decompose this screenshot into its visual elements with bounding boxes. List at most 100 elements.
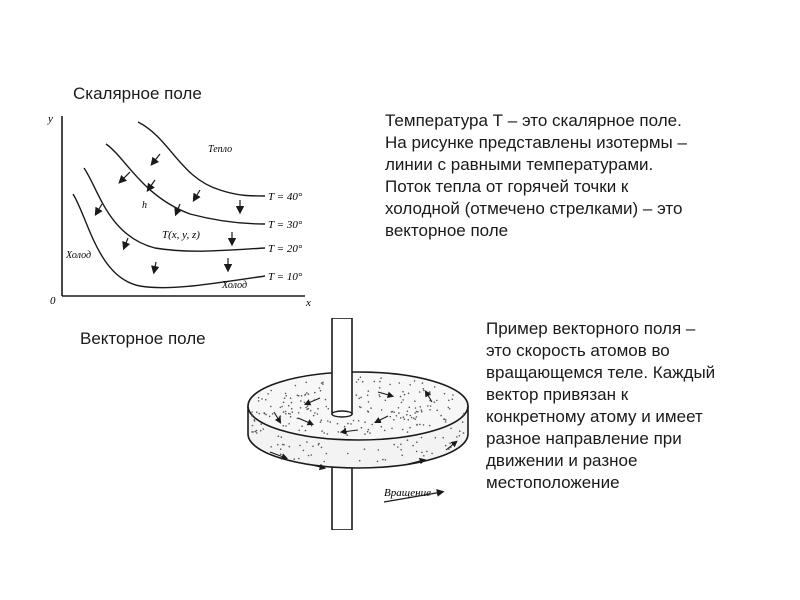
atom-dot xyxy=(393,443,395,446)
atom-dot xyxy=(280,436,283,438)
velocity-arrow xyxy=(269,451,289,460)
atom-dot xyxy=(322,383,324,385)
atom-dot xyxy=(314,412,316,414)
heat-flow-arrow xyxy=(174,203,183,217)
atom-dot xyxy=(415,450,418,453)
atom-dot xyxy=(408,406,411,409)
vector-field-description: Пример векторного поля – это скорость ат… xyxy=(486,318,715,494)
description-line: движении и разное xyxy=(486,451,638,470)
y-axis-label: y xyxy=(47,113,53,125)
atom-dot xyxy=(283,397,286,399)
atom-dot xyxy=(391,410,394,413)
atom-dot xyxy=(380,409,383,411)
atom-dot xyxy=(445,419,447,421)
atom-dot xyxy=(280,453,282,455)
atom-dot xyxy=(442,436,444,439)
atom-dot xyxy=(265,398,267,401)
atom-dot xyxy=(400,443,402,446)
atom-dot xyxy=(283,443,285,446)
atom-dot xyxy=(398,412,400,414)
atom-dot xyxy=(433,401,436,403)
atom-dot xyxy=(277,443,279,446)
atom-dot xyxy=(370,407,372,409)
atom-dot xyxy=(448,448,450,450)
atom-dot xyxy=(300,400,302,402)
velocity-arrow xyxy=(407,457,427,465)
atom-dot xyxy=(321,430,323,432)
atom-dot xyxy=(414,418,417,420)
velocity-arrow xyxy=(273,411,282,424)
atom-dot xyxy=(253,420,256,422)
shaft-upper xyxy=(331,318,353,415)
description-line: вектор привязан к xyxy=(486,385,629,404)
atom-dot xyxy=(326,433,329,435)
rotation-label: Вращение xyxy=(384,487,431,499)
origin-label: 0 xyxy=(50,295,56,307)
atom-dot xyxy=(294,384,297,387)
atom-dot xyxy=(262,428,265,430)
atom-dot xyxy=(289,413,291,415)
atom-dot xyxy=(462,432,465,434)
atom-dot xyxy=(305,406,307,409)
atom-dot xyxy=(270,405,272,408)
atom-dot xyxy=(422,424,425,426)
atom-dot xyxy=(402,399,404,401)
atom-dot xyxy=(306,441,308,443)
description-line: это скорость атомов во xyxy=(486,341,670,360)
atom-dot xyxy=(415,416,418,418)
atom-dot xyxy=(298,429,300,432)
atom-dot xyxy=(384,399,387,402)
atom-dot xyxy=(463,412,465,415)
atom-dot xyxy=(298,457,300,460)
atom-dot xyxy=(436,399,438,402)
atom-dot xyxy=(366,394,369,397)
atom-dot xyxy=(431,452,433,455)
atom-dot xyxy=(452,394,454,396)
isotherm-label: T = 40° xyxy=(268,191,303,203)
atom-dot xyxy=(380,377,382,379)
atom-dot xyxy=(287,404,290,407)
atom-dot xyxy=(267,393,269,395)
atom-dot xyxy=(367,401,370,403)
atom-dot xyxy=(336,422,339,425)
atom-dot xyxy=(299,444,301,447)
atom-dot xyxy=(320,419,323,421)
atom-dot xyxy=(296,394,299,397)
atom-dot xyxy=(451,398,454,400)
scalar-field-description: Температура Т – это скалярное поле. На р… xyxy=(385,110,687,242)
atom-dot xyxy=(429,391,431,393)
velocity-arrow xyxy=(445,440,458,451)
atom-dot xyxy=(317,408,319,410)
description-line: вращающемся теле. Каждый xyxy=(486,363,716,382)
atom-dot xyxy=(285,413,287,415)
atom-dot xyxy=(287,412,290,415)
velocity-arrow xyxy=(424,390,433,403)
atom-dot xyxy=(251,424,254,427)
atom-dot xyxy=(270,446,272,448)
atom-dot xyxy=(325,452,328,455)
atom-dot xyxy=(378,394,380,396)
atom-dot xyxy=(306,392,308,394)
atom-dot xyxy=(448,408,451,410)
atom-dot xyxy=(357,378,360,381)
atom-dot xyxy=(289,397,292,399)
atom-dot xyxy=(282,401,285,404)
velocity-arrow xyxy=(374,415,389,423)
rotating-disc-diagram: Вращение xyxy=(247,318,469,530)
atom-dot xyxy=(309,410,312,412)
atom-dot xyxy=(305,381,307,384)
atom-dot xyxy=(407,419,410,421)
atom-dot xyxy=(395,415,398,417)
atom-dot xyxy=(402,390,404,393)
atom-dot xyxy=(449,442,451,445)
heat-flow-arrow xyxy=(94,203,103,217)
atom-dot xyxy=(312,414,315,417)
atom-dot xyxy=(393,418,395,421)
atom-dot xyxy=(304,394,306,396)
atom-dot xyxy=(450,427,452,430)
atom-dot xyxy=(288,445,291,448)
atom-dot xyxy=(320,382,323,384)
atom-dot xyxy=(325,405,328,408)
atom-dot xyxy=(369,432,371,434)
atom-dot xyxy=(429,393,431,396)
